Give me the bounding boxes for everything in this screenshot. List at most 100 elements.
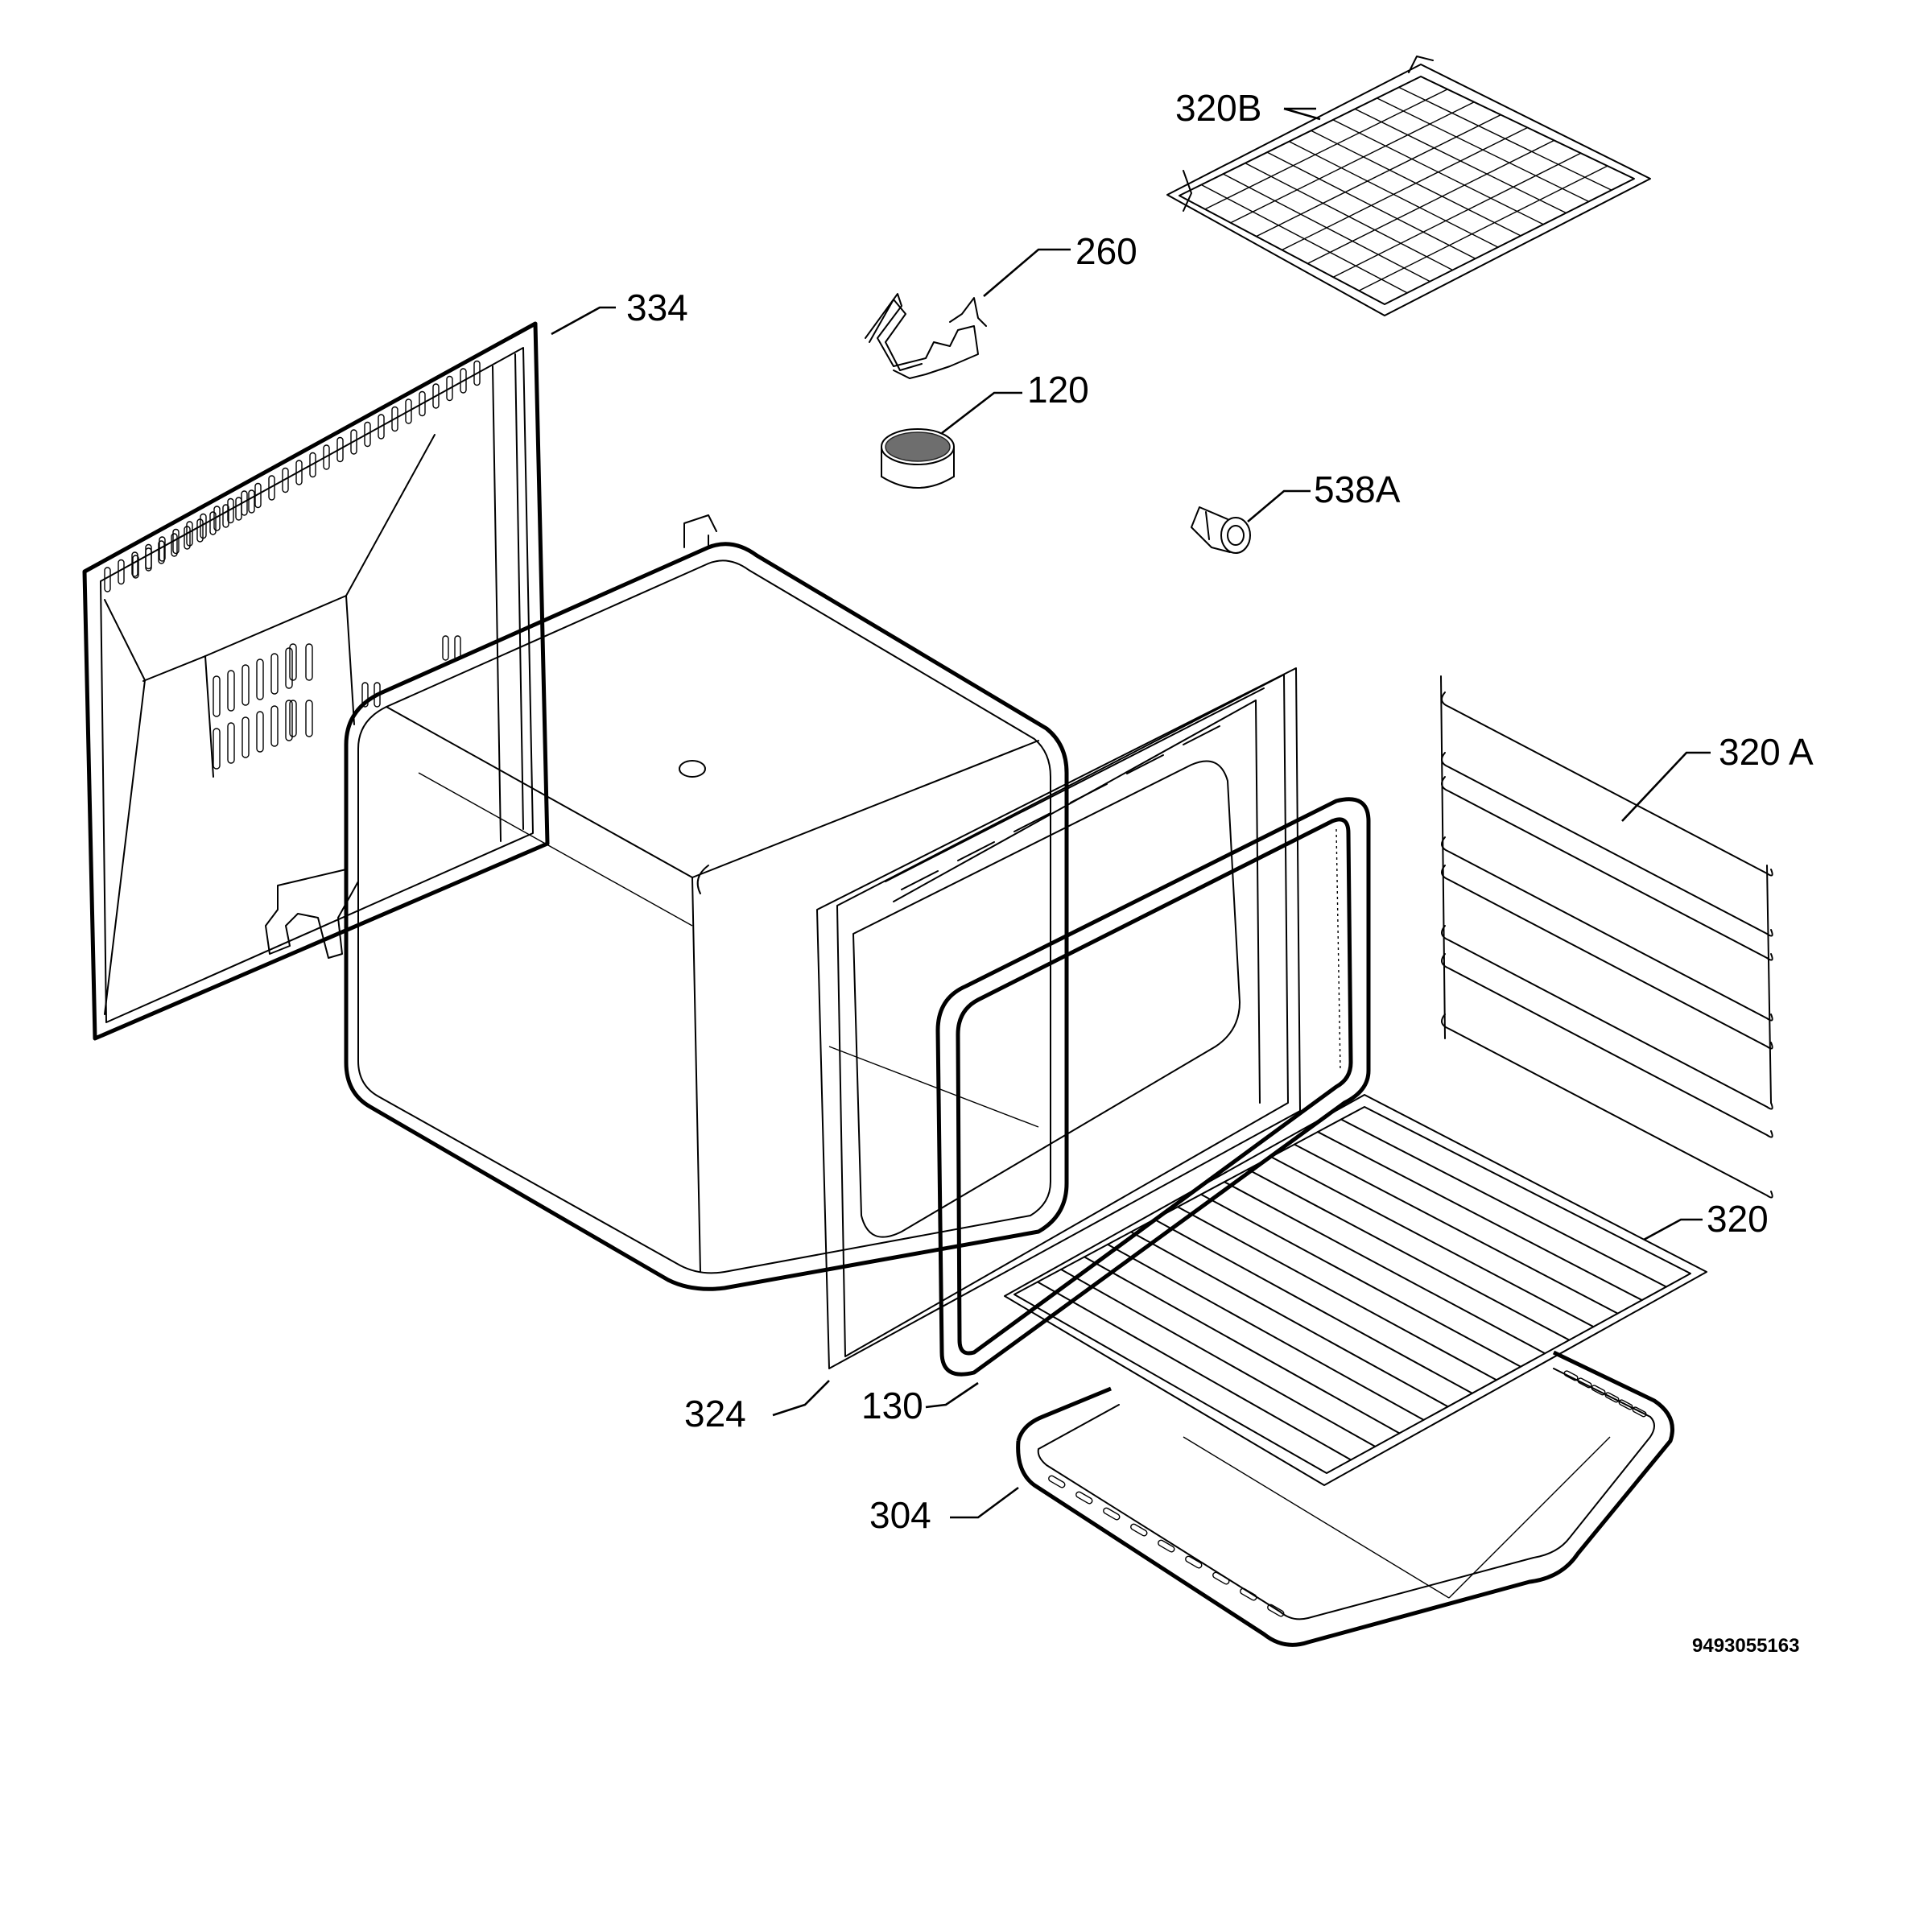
part-labels: 334 260 120 320B 538A 320 A 320 324 130 … <box>626 87 1814 1657</box>
shelf-bar <box>1270 1156 1595 1328</box>
vent-slot <box>350 429 357 455</box>
vent-slot <box>242 716 250 758</box>
shelf-bar <box>1200 1193 1522 1368</box>
vent-slot <box>473 360 481 386</box>
vent-slot <box>159 536 166 562</box>
label-334: 334 <box>626 287 688 328</box>
vent-slot <box>305 700 313 737</box>
vent-slot <box>222 504 229 528</box>
tray-slot <box>1212 1571 1230 1585</box>
vent-slot <box>289 700 297 737</box>
leader-lines <box>551 107 1711 1519</box>
label-324: 324 <box>684 1393 746 1435</box>
tray-slot <box>1103 1507 1121 1521</box>
vent-slot <box>235 497 242 521</box>
frame-slot <box>901 870 939 890</box>
tray-slot <box>1563 1370 1579 1381</box>
vent-slot <box>442 635 449 661</box>
label-130: 130 <box>861 1385 923 1426</box>
vent-slot <box>213 506 221 531</box>
vent-slot <box>295 460 303 485</box>
label-304: 304 <box>869 1494 931 1536</box>
document-number: 9493055163 <box>1692 1635 1799 1657</box>
wire-clip <box>865 293 987 379</box>
shelf-rack <box>1004 1094 1707 1486</box>
tray-slot <box>1048 1475 1066 1488</box>
label-260: 260 <box>1075 230 1137 272</box>
vent-slot <box>460 368 467 394</box>
vent-slot <box>227 670 235 712</box>
shelf-bar <box>1154 1218 1473 1394</box>
vent-slot <box>336 436 344 463</box>
vent-slot <box>378 414 385 440</box>
shelf-bar <box>1340 1118 1667 1288</box>
vent-slot <box>446 375 453 402</box>
tray-slot <box>1130 1523 1148 1537</box>
runner-rail <box>1441 953 1773 1138</box>
vent-slot <box>196 518 204 543</box>
grid-wire <box>1256 114 1501 237</box>
shelf-bars <box>1037 1118 1667 1461</box>
frame-slot <box>1070 783 1108 803</box>
baking-tray <box>1016 1350 1674 1647</box>
side-runner-rails <box>1441 691 1773 1199</box>
shelf-bar <box>1294 1143 1619 1315</box>
grid-wire <box>1307 139 1554 265</box>
shelf-bar <box>1224 1181 1546 1355</box>
vent-slot <box>227 497 234 524</box>
shelf-bar <box>1177 1206 1497 1381</box>
side-runner <box>1440 675 1773 1199</box>
vent-slot <box>158 540 165 564</box>
grill-rack-grid <box>1200 86 1612 294</box>
tray-slot <box>1158 1539 1175 1553</box>
tray-edge-slots <box>1048 1370 1647 1617</box>
vent-slot <box>256 711 264 753</box>
grill-rack <box>1166 56 1651 316</box>
vent-slot <box>268 475 275 501</box>
vent-slot <box>145 547 152 572</box>
tray-slot <box>1577 1377 1592 1389</box>
vent-slot <box>282 467 289 493</box>
vent-slot <box>172 528 180 555</box>
frame-slot <box>957 841 995 861</box>
vent-slot <box>432 383 440 409</box>
vent-slot <box>270 653 279 695</box>
runner-rail <box>1441 925 1773 1110</box>
label-320b: 320B <box>1175 87 1261 129</box>
shelf-bar <box>1317 1131 1643 1302</box>
frame-slot <box>1126 754 1164 774</box>
vent-slot <box>227 722 235 764</box>
shelf-bar <box>1084 1256 1401 1435</box>
vent-slot <box>405 398 412 424</box>
grid-wire <box>1204 89 1448 210</box>
tray-slot <box>1604 1392 1620 1403</box>
vent-slot <box>285 647 293 689</box>
front-frame-slots <box>901 725 1220 890</box>
label-120: 120 <box>1027 369 1089 411</box>
runner-rail <box>1441 752 1773 937</box>
shelf-bar <box>1107 1243 1425 1421</box>
label-320a: 320 A <box>1719 731 1814 773</box>
runner-rail <box>1441 776 1773 961</box>
vent-slot <box>361 682 369 708</box>
vent-slot <box>104 567 111 592</box>
vent-slot <box>209 511 217 535</box>
front-frame <box>816 667 1301 1369</box>
vent-slot <box>364 421 371 448</box>
vent-slot <box>391 406 398 432</box>
lamp-holder <box>1191 506 1251 554</box>
tray-slot <box>1185 1555 1203 1569</box>
shelf-bar <box>1130 1231 1449 1408</box>
vent-slot <box>132 555 139 579</box>
vent-slot <box>254 482 262 509</box>
vent-slot <box>289 643 297 681</box>
vent-slot <box>213 675 221 717</box>
runner-rail <box>1441 1013 1773 1199</box>
vent-slot <box>213 728 221 770</box>
vent-slot <box>184 526 191 550</box>
runner-rail <box>1441 865 1773 1050</box>
tray-slot <box>1618 1399 1633 1410</box>
shelf-bar <box>1037 1281 1352 1461</box>
